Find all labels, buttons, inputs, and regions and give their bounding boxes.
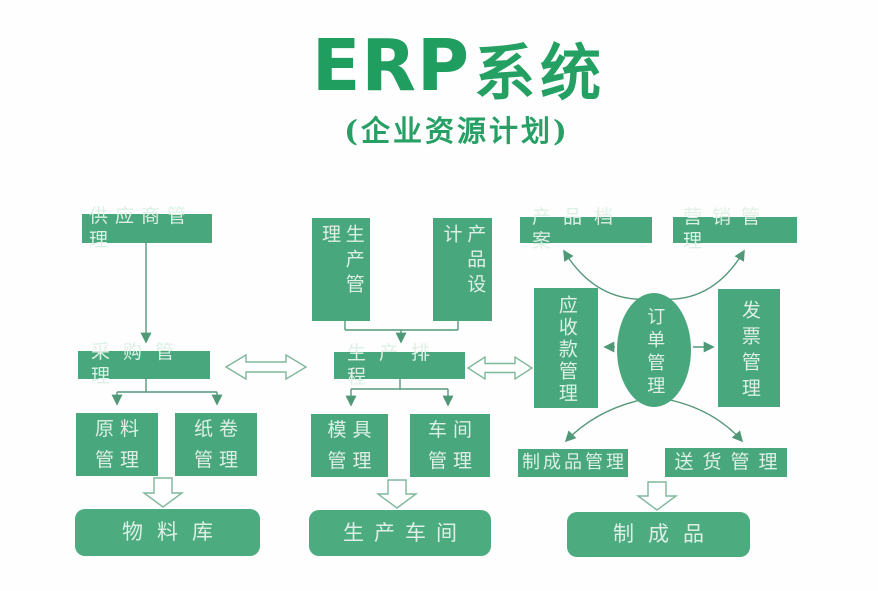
branch-production-design-to-scheduling bbox=[344, 321, 459, 344]
title-erp: ERP bbox=[311, 24, 471, 107]
curve-order-to-delivery bbox=[665, 398, 744, 443]
node-delivery-management: 送货管理 bbox=[665, 448, 787, 477]
node-order-management: 订单管理 bbox=[617, 293, 691, 407]
node-supplier-management: 供应商管理 bbox=[82, 205, 212, 251]
node-accounts-receivable-management: 应收款管理 bbox=[534, 288, 598, 408]
node-workshop-management: 车间 管理 bbox=[410, 414, 490, 477]
hollow-arrow-to-material-store bbox=[141, 477, 185, 508]
node-finished-goods-management: 制成品管理 bbox=[518, 449, 628, 477]
hollow-arrow-to-finished-product bbox=[635, 481, 679, 511]
node-production-workshop: 生产车间 bbox=[309, 510, 491, 556]
curve-order-to-finished-mgmt bbox=[564, 398, 646, 443]
node-invoice-management: 发票管理 bbox=[718, 289, 780, 407]
branch-scheduling-to-mold-workshop bbox=[345, 379, 454, 407]
node-product-archive: 产品档案 bbox=[520, 206, 652, 252]
node-production-management: 生产管理 bbox=[312, 218, 370, 321]
page-title: ERP系统 bbox=[20, 30, 878, 104]
node-product-design: 产品设计 bbox=[433, 218, 492, 321]
double-arrow-scheduling-receivable bbox=[466, 355, 534, 381]
page-subtitle: (企业资源计划) bbox=[344, 114, 570, 148]
hollow-arrow-to-production-workshop bbox=[375, 479, 419, 509]
branch-purchase-to-materials bbox=[111, 379, 223, 406]
node-purchase-management: 采购管理 bbox=[78, 341, 210, 387]
node-production-scheduling: 生产排程 bbox=[334, 342, 465, 388]
title-system: 系统 bbox=[474, 38, 607, 109]
node-raw-material-management: 原料 管理 bbox=[76, 413, 158, 476]
node-finished-goods: 制成品 bbox=[567, 512, 750, 557]
node-paper-roll-management: 纸卷 管理 bbox=[175, 413, 257, 476]
double-arrow-purchase-scheduling bbox=[224, 353, 308, 381]
node-material-warehouse: 物料库 bbox=[75, 509, 260, 556]
node-marketing-management: 营销管理 bbox=[673, 206, 797, 252]
node-mold-management: 模具 管理 bbox=[311, 414, 388, 477]
